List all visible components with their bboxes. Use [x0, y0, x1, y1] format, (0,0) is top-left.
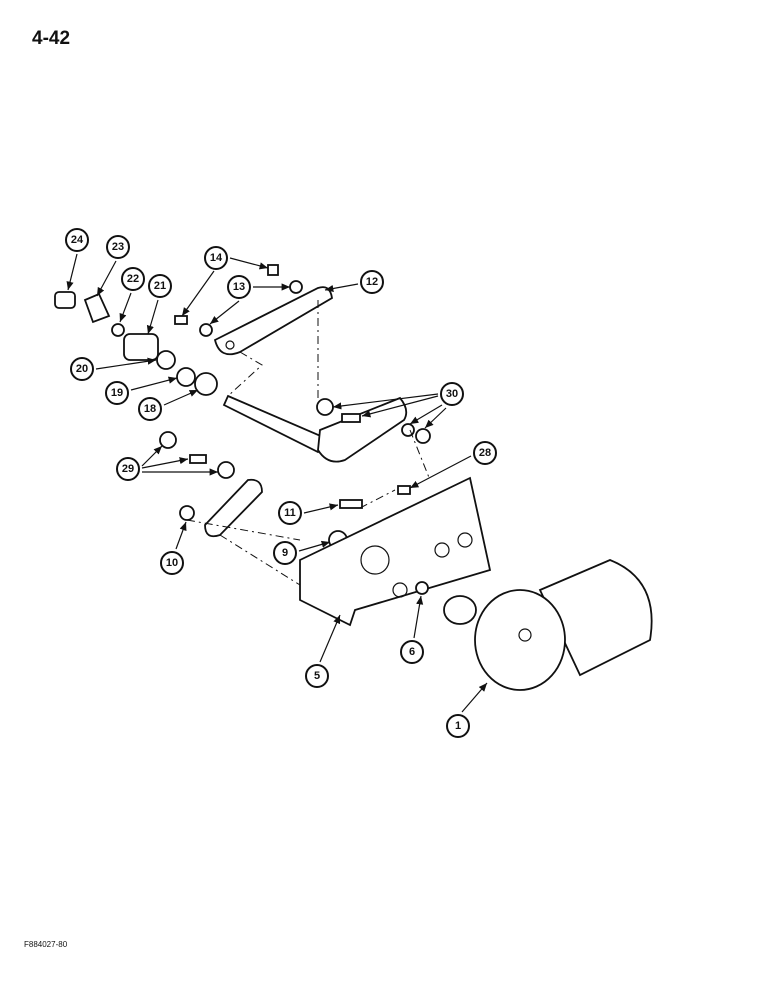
bracket-5 [299, 476, 492, 627]
callout-28: 28 [473, 441, 497, 465]
callout-18: 18 [138, 397, 162, 421]
washer-22 [111, 323, 125, 337]
svg-text:23: 23 [112, 241, 124, 253]
svg-text:1: 1 [455, 720, 461, 732]
svg-text:20: 20 [76, 363, 88, 375]
callout-5: 5 [305, 664, 329, 688]
parts [54, 264, 653, 691]
ring-18 [194, 372, 218, 396]
svg-text:18: 18 [144, 403, 156, 415]
callout-19: 19 [105, 381, 129, 405]
bolt-28 [397, 485, 411, 495]
callout-13: 13 [227, 275, 251, 299]
nut-20 [156, 350, 176, 370]
figure-code: F884027-80 [24, 940, 68, 949]
svg-text:11: 11 [284, 507, 296, 519]
callout-21: 21 [148, 274, 172, 298]
callout-20: 20 [70, 357, 94, 381]
page-number: 4-42 [32, 28, 71, 49]
callout-23: 23 [106, 235, 130, 259]
svg-text:10: 10 [166, 557, 178, 569]
svg-text:5: 5 [314, 670, 320, 682]
bolt-11 [339, 499, 363, 509]
wiper-motor-1 [443, 559, 653, 691]
lever-12 [213, 286, 333, 356]
callout-29: 29 [116, 457, 140, 481]
cap-nut-24 [54, 291, 76, 309]
svg-text:21: 21 [154, 280, 166, 292]
callout-24: 24 [65, 228, 89, 252]
svg-text:24: 24 [71, 234, 84, 246]
svg-text:13: 13 [233, 281, 245, 293]
svg-text:29: 29 [122, 463, 134, 475]
bushing-21 [123, 333, 159, 361]
callout-22: 22 [121, 267, 145, 291]
callout-1: 1 [446, 714, 470, 738]
svg-text:14: 14 [210, 252, 223, 264]
nuts-30 [316, 398, 431, 444]
callout-11: 11 [278, 501, 302, 525]
nut-10 [179, 505, 195, 521]
parts-29 [159, 431, 235, 479]
callout-30: 30 [440, 382, 464, 406]
bushing-23 [83, 292, 111, 324]
link-plate [204, 478, 263, 538]
clip-14 [174, 264, 279, 325]
callouts: 24 23 22 21 14 13 12 20 19 18 30 28 29 1… [65, 228, 497, 738]
callout-6: 6 [400, 640, 424, 664]
washer-6 [415, 581, 429, 595]
callout-10: 10 [160, 551, 184, 575]
shaft-assembly [222, 394, 408, 463]
svg-text:19: 19 [111, 387, 123, 399]
svg-text:28: 28 [479, 447, 491, 459]
washer-19 [176, 367, 196, 387]
svg-text:6: 6 [409, 646, 415, 658]
svg-text:9: 9 [282, 547, 288, 559]
svg-text:30: 30 [446, 388, 458, 400]
callout-9: 9 [273, 541, 297, 565]
svg-text:12: 12 [366, 276, 378, 288]
callout-12: 12 [360, 270, 384, 294]
svg-text:22: 22 [127, 273, 139, 285]
leader-lines [66, 253, 488, 713]
callout-14: 14 [204, 246, 228, 270]
